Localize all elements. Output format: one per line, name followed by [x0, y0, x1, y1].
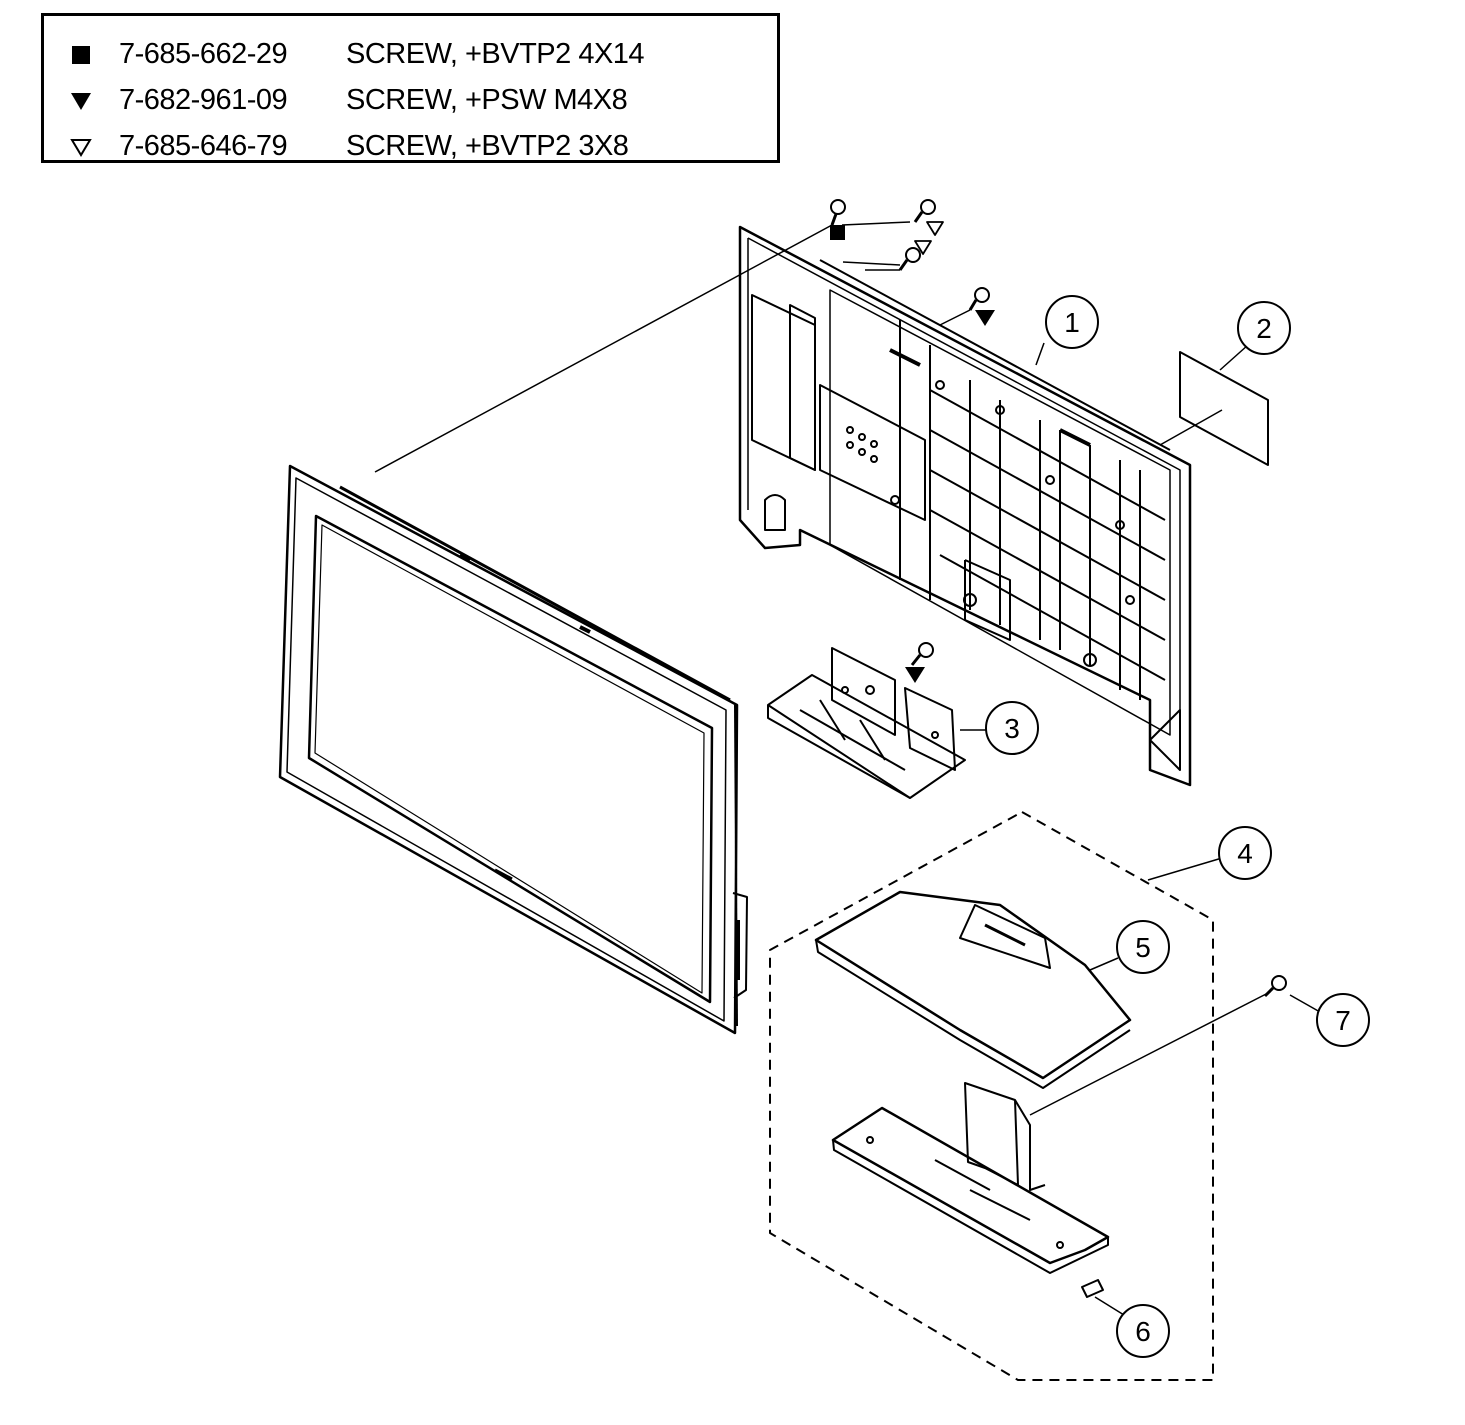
filled-triangle-down-icon — [71, 93, 91, 110]
callout-5-label: 5 — [1135, 932, 1151, 963]
callout-7-label: 7 — [1335, 1005, 1351, 1036]
front-bezel-panel — [278, 464, 748, 1035]
leader-lines — [374, 221, 1321, 1316]
screw-square-top — [830, 199, 846, 226]
screw-filled-tri-bracket — [910, 642, 934, 666]
stand-base — [831, 1082, 1110, 1274]
callout-5 — [1116, 920, 1170, 974]
screw-outline-tri-mid — [898, 247, 921, 271]
screw-outline-tri-top — [913, 199, 936, 223]
screw-filled-tri-rear — [968, 287, 990, 311]
callout-4 — [1218, 826, 1272, 880]
stand-assembly-boundary — [769, 811, 1214, 1381]
legend-description: SCREW, +BVTP2 3X8 — [346, 130, 629, 162]
callout-3-label: 3 — [1004, 713, 1020, 744]
filled-square-icon — [72, 46, 90, 64]
stand-cover — [814, 890, 1132, 1089]
callout-4-label: 4 — [1237, 838, 1253, 869]
callout-2 — [1237, 301, 1291, 355]
callout-6-label: 6 — [1135, 1316, 1151, 1347]
callout-1 — [1045, 295, 1099, 349]
filled-triangle-down-icon — [905, 667, 925, 683]
screw-legend: 7-685-662-29 SCREW, +BVTP2 4X14 7-682-96… — [41, 13, 780, 163]
rubber-foot — [1081, 1279, 1104, 1298]
bracket-assembly — [767, 647, 966, 799]
legend-row-outline-triangle: 7-685-646-79 SCREW, +BVTP2 3X8 — [44, 126, 777, 166]
callout-7 — [1316, 993, 1370, 1047]
legend-description: SCREW, +PSW M4X8 — [346, 84, 628, 116]
callout-2-label: 2 — [1256, 313, 1272, 344]
legend-part-number: 7-685-662-29 — [119, 38, 288, 70]
callout-3 — [985, 701, 1039, 755]
legend-description: SCREW, +BVTP2 4X14 — [346, 38, 645, 70]
callout-1-label: 1 — [1064, 307, 1080, 338]
legend-row-square: 7-685-662-29 SCREW, +BVTP2 4X14 — [44, 34, 777, 74]
outline-triangle-down-icon — [70, 139, 92, 157]
rear-cover — [738, 225, 1192, 787]
callout-6 — [1116, 1304, 1170, 1358]
outline-triangle-down-icon — [926, 221, 944, 236]
legend-part-number: 7-682-961-09 — [119, 84, 288, 116]
legend-row-filled-triangle: 7-682-961-09 SCREW, +PSW M4X8 — [44, 80, 777, 120]
label-sheet — [1179, 351, 1269, 466]
filled-triangle-down-icon — [975, 310, 995, 326]
outline-triangle-down-icon — [914, 240, 932, 255]
filled-square-icon — [830, 225, 845, 240]
legend-part-number: 7-685-646-79 — [119, 130, 288, 162]
